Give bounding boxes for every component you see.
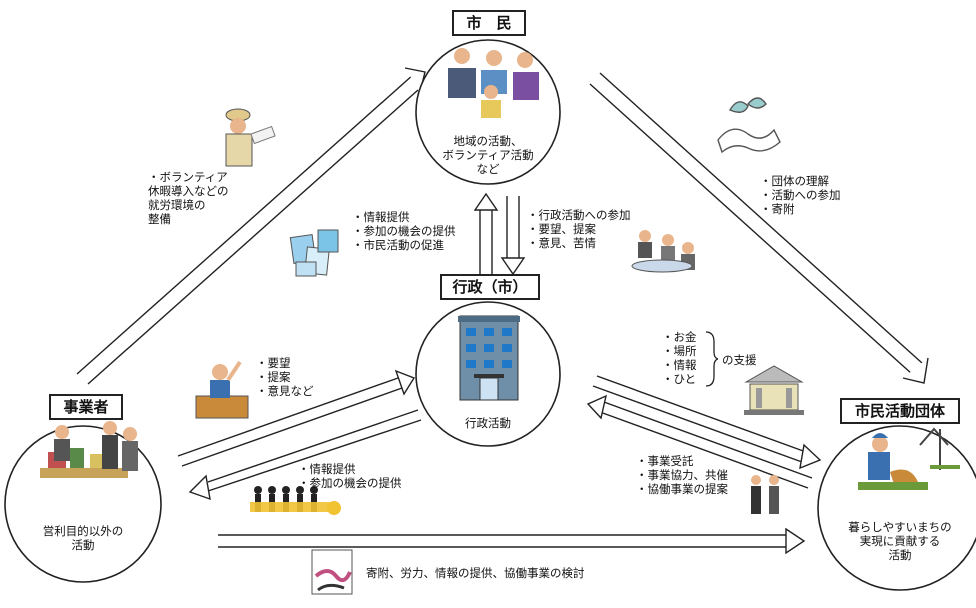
business-people-icon <box>751 475 779 514</box>
business-to-citizen-text: ・ボランティア 休暇導入などの 就労環境の 整備 <box>148 170 229 226</box>
flow-line: ・ひと <box>662 372 697 386</box>
flow-line: ・意見など <box>256 384 314 398</box>
gov-to-business-text: ・情報提供 ・参加の機会の提供 <box>298 462 402 490</box>
people-group-icon <box>448 48 539 118</box>
group-label: 市民活動団体 <box>840 398 960 424</box>
citizen-text: 地域の活動、 ボランティア活動 など <box>428 134 548 176</box>
flow-line: ・協働事業の提案 <box>636 482 728 496</box>
park-worker-icon <box>858 427 960 490</box>
group-circle <box>817 425 976 591</box>
arrow-gov-to-business <box>188 409 422 501</box>
business-to-group-text: 寄附、労力、情報の提供、協働事業の検討 <box>366 566 585 580</box>
flow-line: ・情報提供 <box>352 210 410 224</box>
flow-line: ・ボランティア <box>148 170 228 184</box>
flow-line: ・情報 <box>662 358 697 372</box>
arrow-gov-to-group <box>592 375 822 470</box>
flow-line: ・活動への参加 <box>760 188 841 202</box>
business-meeting-icon <box>40 421 138 478</box>
government-text-line: 行政活動 <box>465 416 511 430</box>
flow-line: ・要望、提案 <box>527 222 596 236</box>
arrow-business-to-gov <box>177 369 416 467</box>
support-suffix: の支援 <box>722 353 757 367</box>
group-text: 暮らしやすいまちの 実現に貢献する 活動 <box>830 520 970 562</box>
business-label: 事業者 <box>49 394 123 420</box>
arrow-citizen-to-group <box>589 72 929 384</box>
flow-line: ・事業協力、共催 <box>636 468 728 482</box>
documents-icon <box>289 229 339 277</box>
hands-icon <box>717 97 781 154</box>
flow-line: ・事業受託 <box>636 454 694 468</box>
group-to-gov-text: ・事業受託 ・事業協力、共催 ・協働事業の提案 <box>636 454 728 496</box>
business-to-gov-text: ・要望 ・提案 ・意見など <box>256 356 314 398</box>
arrow-business-to-group <box>218 527 806 555</box>
group-text-line: 暮らしやすいまちの <box>848 520 952 534</box>
crowd-key-icon <box>250 486 341 515</box>
business-text-line: 営利目的以外の <box>42 524 124 538</box>
flow-line: ・行政活動への参加 <box>527 208 631 222</box>
citizen-text-line: など <box>476 162 500 176</box>
bracket-icon <box>705 331 718 387</box>
citizen-text-line: ボランティア活動 <box>442 148 534 162</box>
arrow-citizen-to-gov <box>500 196 526 276</box>
arrow-business-to-citizen <box>76 67 426 385</box>
group-text-line: 活動 <box>888 548 912 562</box>
bank-icon <box>744 365 804 415</box>
flow-line: ・要望 <box>256 356 291 370</box>
citizen-to-group-text: ・団体の理解 ・活動への参加 ・寄附 <box>760 174 841 216</box>
flow-line: 休暇導入などの <box>148 184 229 198</box>
flow-line: ・参加の機会の提供 <box>298 476 402 490</box>
arrow-group-to-gov <box>586 394 813 489</box>
flow-line: ・参加の機会の提供 <box>352 224 456 238</box>
flow-line: ・寄附 <box>760 202 795 216</box>
office-building-icon <box>458 315 520 401</box>
citizen-text-line: 地域の活動、 <box>453 134 523 148</box>
business-text-line: 活動 <box>71 538 95 552</box>
citizen-to-gov-text: ・行政活動への参加 ・要望、提案 ・意見、苦情 <box>527 208 631 250</box>
flow-line: ・場所 <box>662 344 697 358</box>
government-label: 行政（市） <box>440 274 540 300</box>
worker-icon <box>225 108 276 167</box>
arrow-gov-to-citizen <box>473 192 499 275</box>
gov-to-citizen-text: ・情報提供 ・参加の機会の提供 ・市民活動の促進 <box>352 210 456 252</box>
flow-line: ・意見、苦情 <box>527 236 596 250</box>
citizen-label: 市 民 <box>452 10 526 36</box>
meeting-icon <box>631 230 695 273</box>
flow-line: ・お金 <box>662 330 697 344</box>
student-icon <box>195 360 249 419</box>
flow-line: ・提案 <box>256 370 291 384</box>
business-text: 営利目的以外の 活動 <box>26 524 140 552</box>
flow-line: ・情報提供 <box>298 462 356 476</box>
flow-line: ・団体の理解 <box>760 174 829 188</box>
gov-to-group-text: ・お金 ・場所 ・情報 ・ひと <box>662 330 697 386</box>
flow-line: 整備 <box>148 212 171 226</box>
flow-line: 就労環境の <box>148 198 206 212</box>
group-text-line: 実現に貢献する <box>859 534 941 548</box>
government-text: 行政活動 <box>438 416 538 430</box>
handshake-icon <box>311 549 353 595</box>
flow-line: ・市民活動の促進 <box>352 238 444 252</box>
